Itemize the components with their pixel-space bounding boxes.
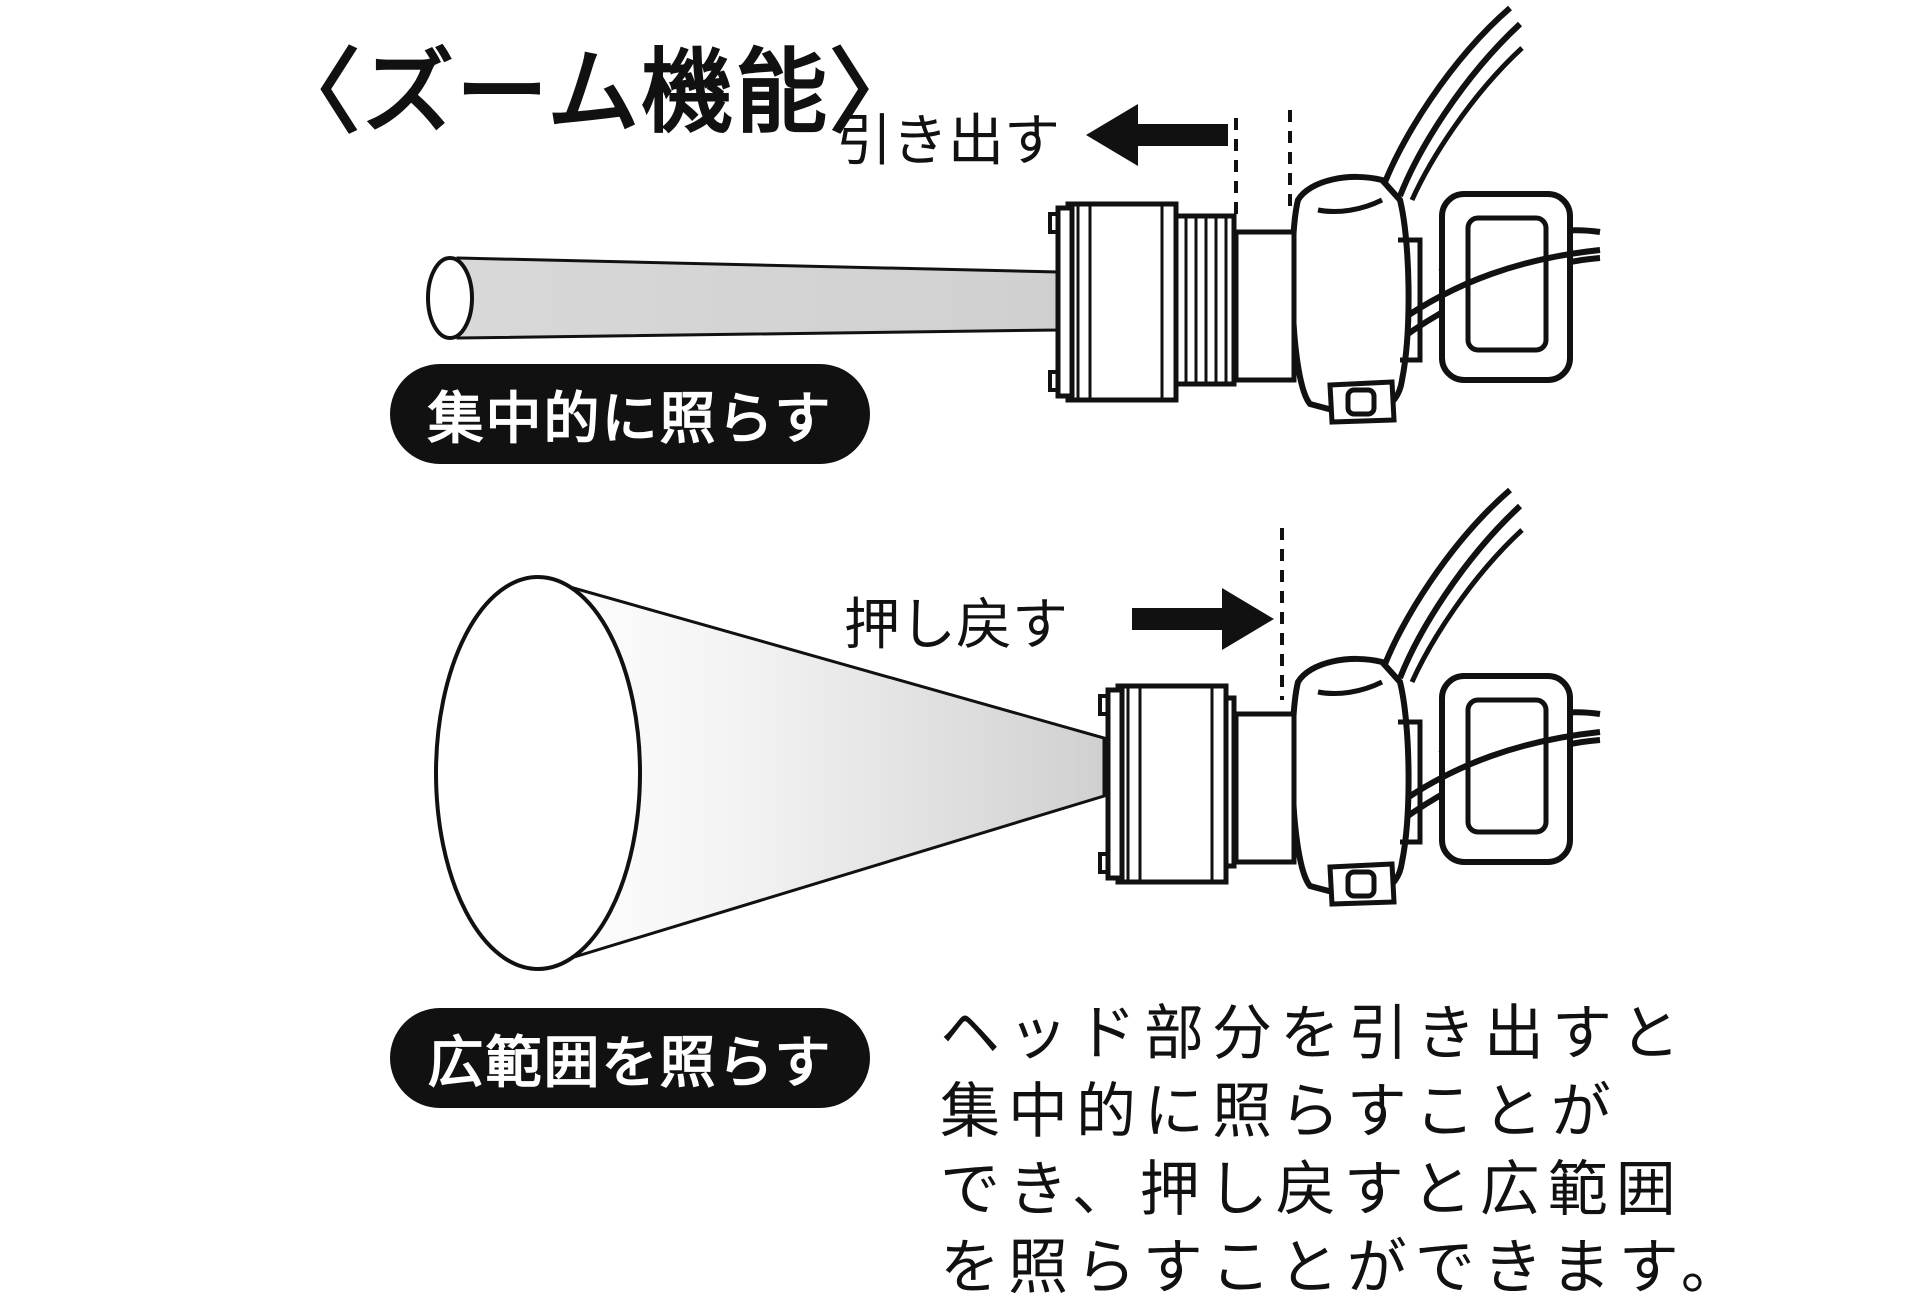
- description-line: を照らすことができます。: [940, 1233, 1749, 1303]
- arrow-right-icon: [1132, 588, 1274, 650]
- zoom-function-diagram: 〈ズーム機能〉: [268, 0, 1920, 1303]
- push-back-label: 押し戻す: [844, 593, 1068, 658]
- wide-light-badge: 広範囲を照らす: [390, 1008, 870, 1108]
- illustration: [426, 0, 1920, 971]
- description: ヘッド部分を引き出すと 集中的に照らすことが でき、押し戻すと広範囲 を照らすこ…: [940, 995, 1900, 1307]
- pull-out-label: 引き出す: [836, 109, 1060, 174]
- wide-beam-end: [434, 575, 642, 971]
- narrow-light-beam: [456, 256, 1060, 340]
- description-line: ヘッド部分を引き出すと: [940, 999, 1688, 1069]
- headlamp-icon: [1050, 8, 1600, 422]
- description-line: 集中的に照らすことが: [940, 1077, 1619, 1147]
- arrow-left-icon: [1086, 104, 1228, 166]
- headlamp-icon-retracted: [1100, 490, 1600, 904]
- diagram-title: 〈ズーム機能〉: [268, 39, 924, 146]
- focused-light-badge: 集中的に照らす: [390, 364, 870, 464]
- narrow-beam-end: [426, 256, 474, 340]
- description-line: でき、押し戻すと広範囲: [940, 1155, 1684, 1225]
